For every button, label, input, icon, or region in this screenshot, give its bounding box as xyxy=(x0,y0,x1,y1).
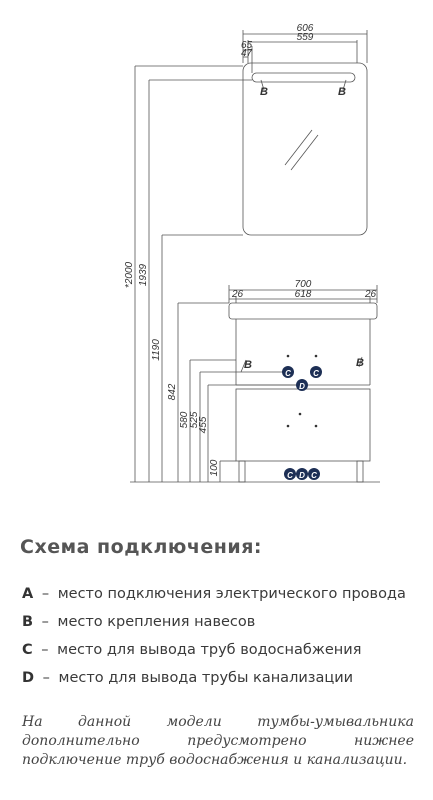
dim-height-cabinet-top: 842 xyxy=(167,383,178,400)
dim-cabinet-side-right: 26 xyxy=(364,289,377,300)
basin-top xyxy=(228,302,378,320)
legend-text: место для вывода труб водоснабжения xyxy=(57,642,362,658)
legend-item-c: C – место для вывода труб водоснабжения xyxy=(22,636,422,664)
dim-mirror-offset-b: 47 xyxy=(241,48,253,59)
cabinet-drawer xyxy=(235,388,371,462)
legend-item-a: A – место подключения электрического про… xyxy=(22,580,422,608)
dim-height-mirror-top: 1939 xyxy=(138,263,149,286)
legend-key: B xyxy=(22,614,34,630)
water-marker-bottom-right-label: C xyxy=(311,471,317,480)
drain-marker-bottom xyxy=(296,468,308,480)
leg-left xyxy=(238,460,246,483)
legend-key: C xyxy=(22,642,33,658)
dim-mirror-inner-width: 559 xyxy=(297,32,314,43)
dim-height-580: 580 xyxy=(179,411,190,428)
dim-height-525: 525 xyxy=(189,411,200,428)
dim-cabinet-width: 700 xyxy=(295,279,312,290)
legend-separator: – xyxy=(41,642,49,658)
dim-height-legs: 100 xyxy=(209,459,220,476)
water-marker-left-label: C xyxy=(285,369,291,378)
hanger-label-cabinet-right: B xyxy=(356,357,364,369)
dim-cabinet-side-left: 26 xyxy=(231,289,244,300)
leg-right xyxy=(356,460,364,483)
dim-height-total: *2000 xyxy=(124,261,135,288)
hanger-label-mirror-right: B xyxy=(338,86,346,98)
water-marker-left xyxy=(282,366,294,378)
drain-marker-upper xyxy=(296,379,308,391)
legend-item-b: B – место крепления навесов xyxy=(22,608,422,636)
water-marker-bottom-right xyxy=(308,468,320,480)
water-marker-bottom-left xyxy=(284,468,296,480)
legend: A – место подключения электрического про… xyxy=(22,580,422,692)
legend-text: место крепления навесов xyxy=(57,614,256,630)
scheme-title: Схема подключения: xyxy=(20,536,263,558)
dim-height-mirror-bottom: 1190 xyxy=(151,339,162,361)
hanger-label-cabinet-left: B xyxy=(244,359,252,371)
water-marker-right-label: C xyxy=(313,369,319,378)
water-marker-right xyxy=(310,366,322,378)
dim-cabinet-inner-width: 618 xyxy=(295,289,312,300)
legend-separator: – xyxy=(41,586,50,602)
dim-height-455: 455 xyxy=(198,416,209,433)
legend-separator: – xyxy=(42,670,50,686)
legend-text: место для вывода трубы канализации xyxy=(58,670,354,686)
mirror-outline xyxy=(242,62,368,236)
connection-diagram: C C D C D C B B B B 606 559 65 47 700 61… xyxy=(124,23,380,483)
dim-mirror-offset-a: 65 xyxy=(241,40,253,51)
legend-key: D xyxy=(22,670,35,686)
legend-text: место подключения электрического провода xyxy=(57,586,406,602)
water-marker-bottom-left-label: C xyxy=(287,471,293,480)
hanger-label-mirror-left: B xyxy=(260,86,268,98)
mirror-lamp xyxy=(251,72,356,83)
legend-key: A xyxy=(22,586,34,602)
installation-note: На данной модели тумбы-умывальника допол… xyxy=(22,714,414,768)
drain-marker-bottom-label: D xyxy=(299,471,305,480)
legend-separator: – xyxy=(41,614,49,630)
dim-mirror-total-width: 606 xyxy=(297,23,314,34)
drain-marker-upper-label: D xyxy=(299,382,305,391)
legend-item-d: D – место для вывода трубы канализации xyxy=(22,664,422,692)
